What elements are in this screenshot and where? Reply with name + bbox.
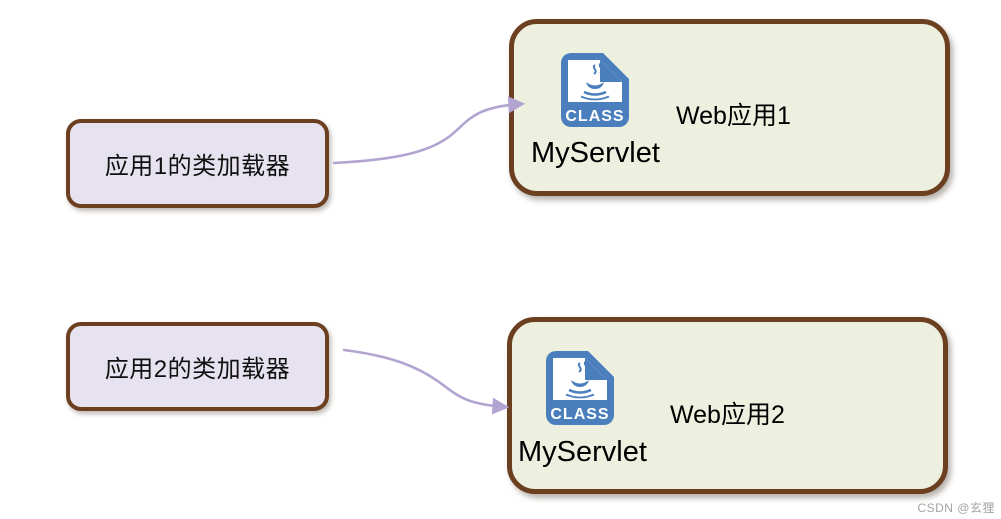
java-steam-icon [592,64,597,75]
java-class-file-icon: CLASS [546,351,614,425]
webapp1-box: CLASS Web应用1 MyServlet [509,19,950,196]
classloader1-label: 应用1的类加载器 [104,153,291,180]
webapp2-box: CLASS Web应用2 MyServlet [507,317,948,494]
java-steam-icon [577,362,582,373]
java-class-file-icon: CLASS [561,53,629,127]
arrow-loader2-to-webapp2 [342,348,510,415]
webapp2-servlet-name: MyServlet [518,436,647,468]
webapp1-title: Web应用1 [676,102,791,130]
arrow-loader1-to-webapp1 [332,96,526,165]
webapp2-title: Web应用2 [670,401,785,429]
java-cup-icon [571,380,589,387]
class-file-label: CLASS [565,108,624,125]
class-file-label: CLASS [550,406,609,423]
webapp1-servlet-name: MyServlet [531,137,660,169]
java-cup-icon [586,82,604,89]
classloader2-label: 应用2的类加载器 [104,356,291,383]
classloader2-box: 应用2的类加载器 [66,322,329,411]
classloader1-box: 应用1的类加载器 [66,119,329,208]
watermark: CSDN @玄狸 [917,501,995,515]
